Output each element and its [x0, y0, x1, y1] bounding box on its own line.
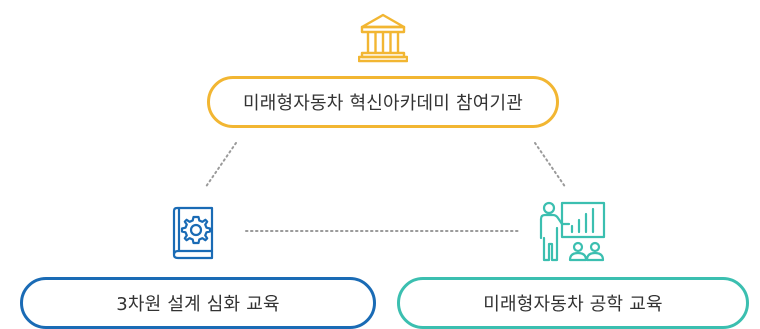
node-label: 미래형자동차 혁신아카데미 참여기관 — [242, 93, 523, 114]
connector-top-left — [204, 142, 237, 189]
node-label: 미래형자동차 공학 교육 — [483, 294, 663, 315]
node-3d-design-education: 3차원 설계 심화 교육 — [20, 277, 376, 329]
book-gear-icon — [172, 206, 214, 260]
presentation-board-icon — [539, 201, 606, 262]
building-columns-icon — [358, 13, 408, 63]
node-participating-institutions: 미래형자동차 혁신아카데미 참여기관 — [207, 76, 559, 128]
connector-top-right — [534, 142, 567, 189]
node-label: 3차원 설계 심화 교육 — [116, 294, 280, 315]
node-future-vehicle-engineering: 미래형자동차 공학 교육 — [397, 277, 749, 329]
